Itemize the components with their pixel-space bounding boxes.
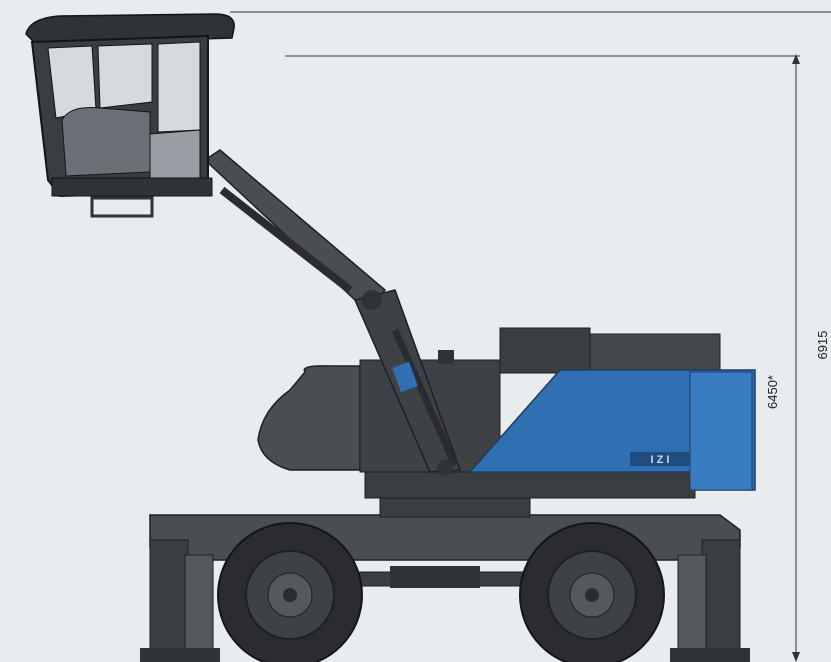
turntable (364, 471, 696, 499)
wheel-left (217, 522, 363, 662)
engine-top-box (499, 327, 591, 374)
operator-cab (25, 13, 235, 218)
drive-shaft (390, 566, 480, 588)
total-height-label: 6915 (815, 331, 830, 360)
cab-base (51, 177, 213, 197)
dimension-lines (230, 11, 831, 658)
cab-step (90, 196, 154, 218)
outrigger-left-foot (140, 648, 220, 662)
boom (203, 149, 462, 476)
cab-side-window (97, 43, 153, 109)
arrow-up-icon (792, 54, 800, 64)
outrigger-right-inner (677, 554, 707, 651)
boom-pivot (362, 290, 382, 310)
outrigger-left-outer (149, 539, 189, 659)
wheel-right (519, 522, 665, 662)
brand-badge-plate (630, 452, 690, 466)
brand-badge: I Z I (651, 454, 670, 466)
boom-blue-bracket (392, 361, 418, 393)
exhaust (438, 350, 454, 364)
outrigger-left-inner (184, 554, 214, 651)
engine-top-box-right (589, 333, 721, 371)
hydraulic-cylinder (219, 186, 353, 294)
counterweight (257, 365, 361, 471)
outrigger-right-foot (670, 648, 750, 662)
operator-seat (61, 107, 151, 177)
undercarriage (140, 494, 750, 662)
boom-base-pivot (437, 460, 453, 476)
outrigger-right-outer (701, 539, 741, 659)
blue-side-cover-end (689, 371, 753, 491)
arrow-down-icon (792, 652, 800, 662)
cab-rear-window (157, 41, 201, 133)
cab-door (149, 129, 201, 181)
hydraulic-cylinder-lower (391, 328, 459, 467)
cab-height-label: 6450* (765, 375, 780, 409)
